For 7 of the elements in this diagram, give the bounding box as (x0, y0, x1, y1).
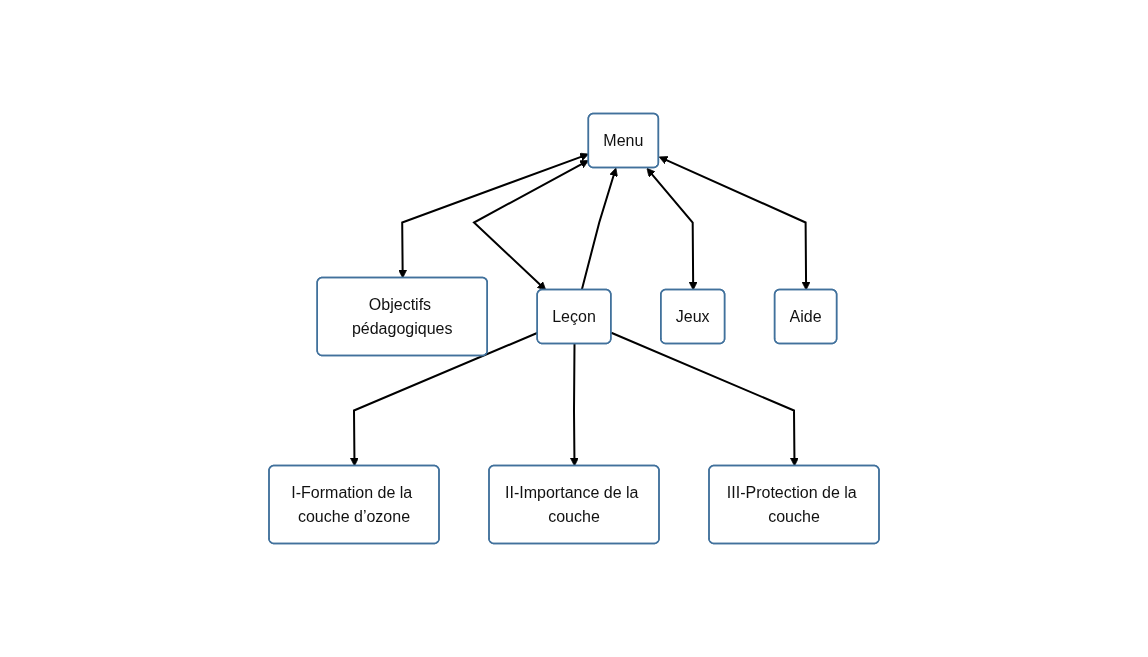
arrow (580, 167, 618, 291)
arrow (472, 160, 589, 291)
arrow (646, 167, 698, 291)
arrow (398, 152, 589, 279)
arrow (570, 343, 579, 467)
arrow (610, 331, 799, 467)
arrow (658, 156, 811, 291)
